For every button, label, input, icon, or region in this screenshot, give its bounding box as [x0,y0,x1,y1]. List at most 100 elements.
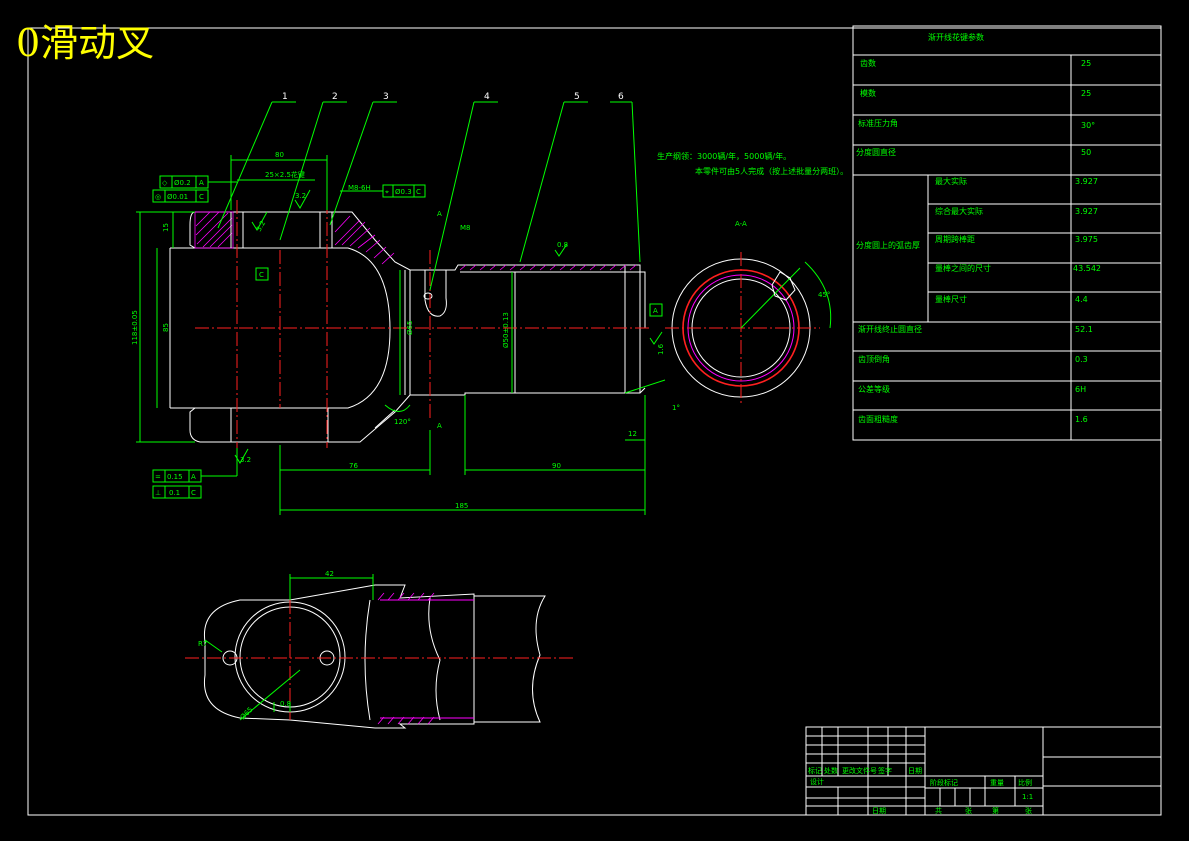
spline-parameter-table: 渐开线花键参数 齿数 25 模数 25 标准压力角 30° 分度圆直径 50 分… [852,25,1162,441]
gdt-frame: ⌖ Ø0.3 C [382,184,426,198]
svg-text:⌖: ⌖ [385,188,389,196]
roughness-mark: 3.2 [255,219,267,233]
table-header: 渐开线花键参数 [928,32,984,42]
tb-label: 第 [992,806,999,815]
row-value: 30° [1081,121,1095,130]
dimension-layer: 1 2 3 4 5 6 80 25×2.5花键 M8-6H 118±0.05 8… [131,92,680,515]
row-value: 52.1 [1075,325,1093,334]
row-value: 3.975 [1075,235,1098,244]
row-value: 25 [1081,59,1091,68]
svg-text:◇: ◇ [162,179,168,187]
row-value: 6H [1075,385,1086,394]
tb-label: 签字 [878,766,892,775]
tb-label: 共 [935,806,942,815]
row-label: 量棒之间的尺寸 [935,263,991,273]
dim-42: 42 [325,570,334,578]
svg-text:0.1: 0.1 [169,489,180,497]
balloon-2: 2 [332,92,338,102]
dim-12: 12 [628,430,637,438]
production-note: 本零件可由5人完成（按上述批量分两班）。 [695,166,848,176]
svg-text:◎: ◎ [155,193,161,201]
tb-label: 重量 [990,779,1004,787]
row-value: 50 [1081,148,1091,157]
tb-label: 设计 [810,777,824,786]
roughness-mark: 0.8 [557,241,568,249]
row-label: 分度圆直径 [856,147,896,157]
row-label: 齿顶倒角 [858,354,890,364]
title-block: 标记 处数 更改文件号 签字 日期 设计 日期 阶段标记 重量 比例 1:1 共… [805,726,1162,816]
svg-text:⊥: ⊥ [155,489,161,497]
dim-small: 0.8 [280,700,291,708]
row-value: 3.927 [1075,177,1098,186]
gdt-frame: ◇ Ø0.2 A [159,175,209,189]
tb-label: 阶段标记 [930,778,958,787]
svg-text:A: A [199,179,204,187]
row-group-label: 分度圆上的弧齿厚 [856,240,920,250]
dim-45: 45° [818,291,830,299]
page-title: 0滑动叉 [16,21,154,65]
balloon-1: 1 [282,92,288,102]
row-label: 周期跨棒距 [935,234,975,244]
row-label: 公差等级 [858,384,890,394]
bottom-view: 42 Ø65 R7 0.8 [185,570,575,729]
section-mark: A [437,422,442,430]
row-label: 综合最大实际 [935,206,983,216]
balloon-5: 5 [574,92,580,102]
row-label: 最大实际 [935,176,967,186]
row-value: 0.3 [1075,355,1088,364]
section-a-a: A-A 45° [665,220,832,404]
datum-a: A [653,307,658,315]
svg-text:Ø0.01: Ø0.01 [167,193,188,201]
roughness-mark: 1.6 [657,343,665,355]
dim-50: Ø50±0.13 [502,312,510,348]
svg-text:Ø0.3: Ø0.3 [395,188,412,196]
section-mark: A [437,210,442,218]
balloon-3: 3 [383,92,389,102]
tb-label: 日期 [908,767,922,775]
row-label: 模数 [860,88,876,98]
row-label: 齿数 [860,58,876,68]
svg-text:0.15: 0.15 [167,473,183,481]
row-label: 量棒尺寸 [935,294,967,304]
gdt-frame: ⊥ 0.1 C [152,485,202,499]
thread-note: M8-6H [348,184,371,192]
row-label: 标准压力角 [858,118,898,128]
balloon-4: 4 [484,92,490,102]
svg-text:C: C [191,489,196,497]
row-value: 25 [1081,89,1091,98]
dim-65: Ø65 [406,321,414,335]
svg-text:A: A [191,473,196,481]
angle-1deg: 1° [672,404,680,412]
dim-120: 120° [394,418,411,426]
dim-r7: R7 [198,640,207,648]
dim-76: 76 [349,462,358,470]
tb-value: 1:1 [1022,793,1033,801]
tb-label: 日期 [872,807,886,815]
spline-note: 25×2.5花键 [265,170,305,179]
roughness-mark: 3.2 [240,456,251,464]
sheet-border [27,27,1162,816]
dim-90: 90 [552,462,561,470]
row-value: 1.6 [1075,415,1088,424]
gdt-frame: = 0.15 A [152,469,202,483]
gdt-frame: ◎ Ø0.01 C [152,189,209,203]
row-value: 4.4 [1075,295,1088,304]
row-value: 43.542 [1073,264,1101,273]
dim-118: 118±0.05 [131,310,139,345]
tb-label: 更改文件号 [842,766,877,775]
tb-label: 比例 [1018,778,1032,787]
dim-80: 80 [275,151,284,159]
svg-text:Ø0.2: Ø0.2 [174,179,191,187]
dim-15: 15 [162,223,170,232]
svg-text:C: C [416,188,421,196]
roughness-mark: 3.2 [295,192,306,200]
svg-text:=: = [155,473,161,481]
section-label: A-A [735,220,747,228]
datum-c: C [259,271,264,279]
tb-label: 张 [965,806,972,815]
tb-label: 张 [1025,806,1032,815]
svg-text:C: C [199,193,204,201]
main-section-view [169,200,650,448]
row-value: 3.927 [1075,207,1098,216]
